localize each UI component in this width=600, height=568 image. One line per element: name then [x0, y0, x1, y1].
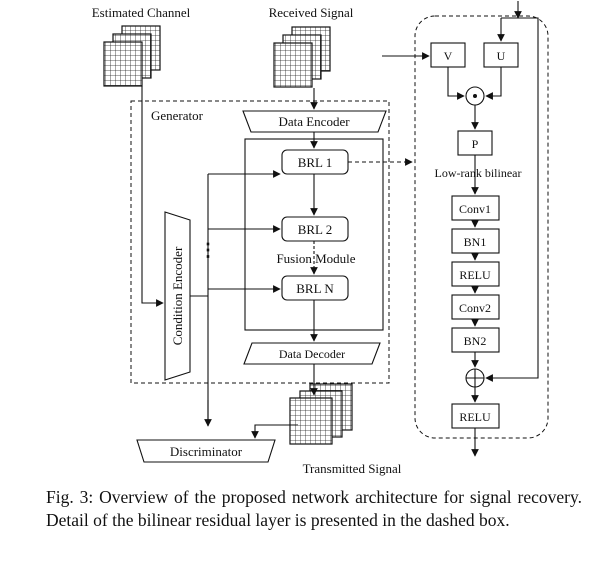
low-rank-bilinear-label: Low-rank bilinear: [435, 166, 522, 180]
estimated-channel-tensor-icon: [103, 25, 161, 87]
v-block: [430, 42, 466, 68]
u-block: [483, 42, 519, 68]
conv2-block: [451, 294, 500, 320]
figure-caption: Fig. 3: Overview of the proposed network…: [46, 487, 582, 530]
fusion-module-label: Fusion Module: [276, 251, 355, 266]
condition-encoder-block: [164, 211, 191, 381]
brl2-label: BRL 2: [298, 222, 333, 237]
bilinear-residual-detail-box: [414, 15, 549, 439]
relu1-label: RELU: [459, 268, 491, 282]
brln-block: [281, 275, 349, 301]
connectors: [141, 1, 539, 457]
data-encoder-block: [242, 110, 387, 133]
brl2-block: [281, 216, 349, 242]
elementwise-add-icon: [465, 368, 485, 388]
estimated-channel-label: Estimated Channel: [92, 5, 191, 20]
conv2-label: Conv2: [459, 301, 491, 315]
data-encoder-label: Data Encoder: [278, 114, 350, 129]
discriminator-label: Discriminator: [170, 444, 243, 459]
generator-label: Generator: [151, 108, 204, 123]
discriminator-block: [136, 439, 276, 463]
brl1-label: BRL 1: [298, 155, 333, 170]
data-decoder-label: Data Decoder: [279, 347, 345, 361]
bn1-label: BN1: [464, 235, 487, 249]
conv1-label: Conv1: [459, 202, 491, 216]
transmitted-signal-label: Transmitted Signal: [303, 461, 402, 476]
condition-encoder-label: Condition Encoder: [170, 246, 185, 345]
bn2-label: BN2: [464, 334, 487, 348]
bn1-block: [451, 228, 500, 254]
v-label: V: [444, 49, 453, 63]
network-architecture-diagram: Estimated Channel Received Signal Genera…: [92, 1, 549, 476]
data-decoder-block: [243, 342, 381, 365]
received-signal-tensor-icon: [273, 26, 331, 88]
transmitted-signal-tensor-icon: [289, 383, 353, 445]
brln-label: BRL N: [296, 281, 334, 296]
u-label: U: [497, 49, 506, 63]
generator-box: [130, 100, 390, 384]
p-label: P: [472, 137, 479, 151]
relu2-label: RELU: [459, 410, 491, 424]
conv1-block: [451, 195, 500, 221]
relu1-block: [451, 261, 500, 287]
received-signal-label: Received Signal: [269, 5, 354, 20]
